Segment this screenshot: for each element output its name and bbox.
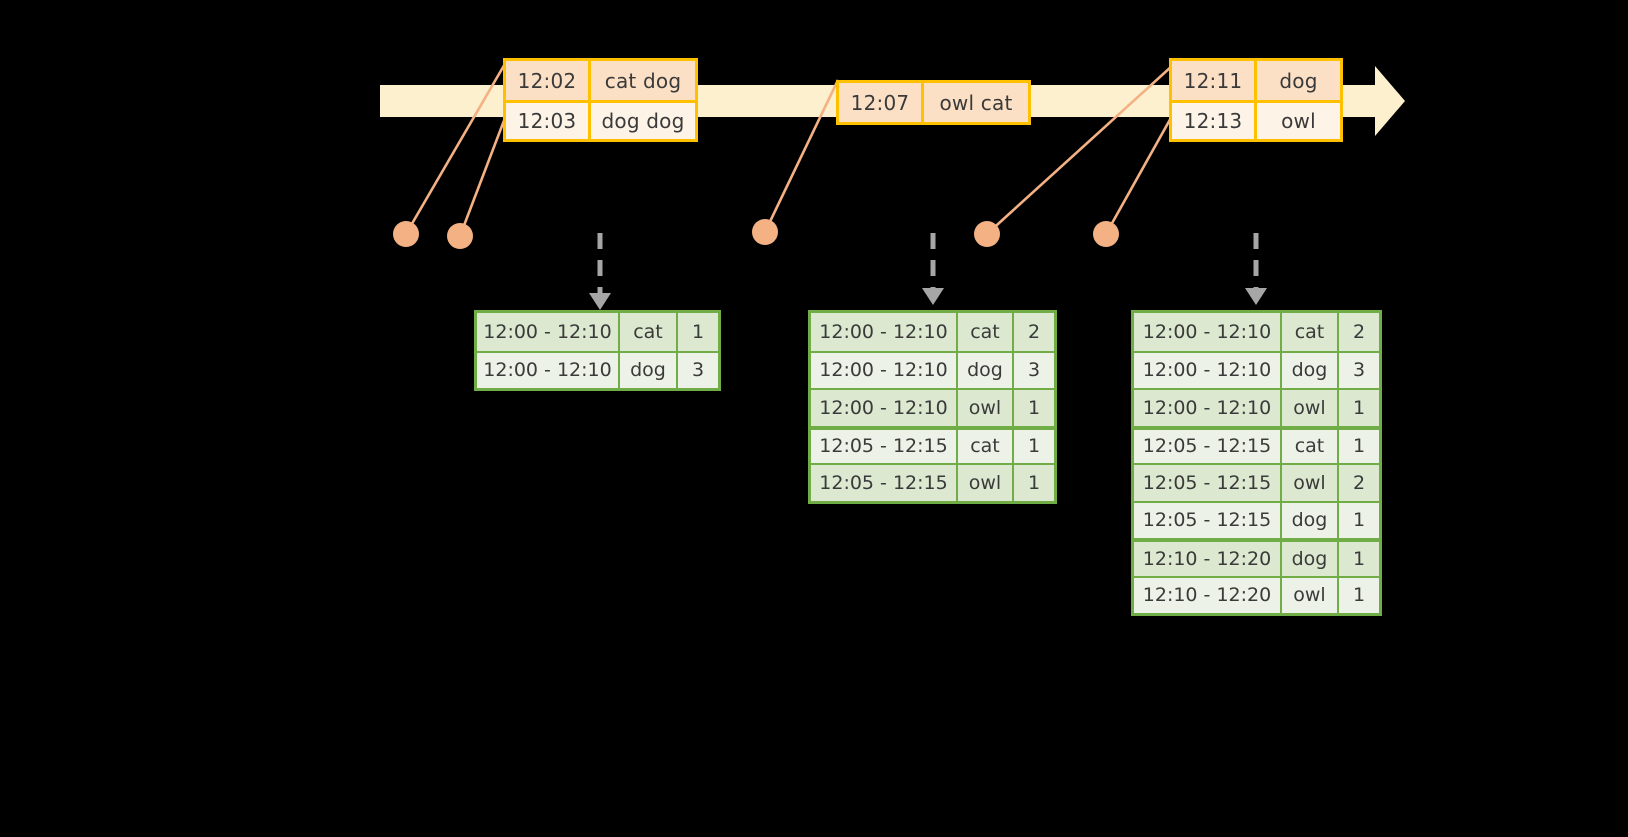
event-row: 12:11 dog bbox=[1172, 61, 1340, 100]
cell-window: 12:10 - 12:20 bbox=[1134, 577, 1282, 613]
table-row: 12:00 - 12:10 owl 1 bbox=[1134, 388, 1379, 426]
cell-count: 1 bbox=[1027, 471, 1041, 494]
event-box-1[interactable]: 12:02 cat dog 12:03 dog dog bbox=[503, 58, 698, 142]
cell-key: cat bbox=[1282, 429, 1339, 463]
cell-window: 12:00 - 12:10 bbox=[811, 390, 958, 426]
table-row: 12:00 - 12:10 dog 3 bbox=[811, 350, 1054, 388]
cell-key: owl bbox=[1282, 577, 1339, 613]
cell-count: 3 bbox=[1027, 359, 1041, 382]
cell-key: dog bbox=[620, 352, 678, 388]
cell-count: 2 bbox=[1027, 320, 1041, 343]
table-row: 12:00 - 12:10 cat 2 bbox=[1134, 313, 1379, 351]
table-row: 12:00 - 12:10 dog 3 bbox=[1134, 350, 1379, 388]
cell-window: 12:00 - 12:10 bbox=[1134, 390, 1282, 426]
table-row: 12:10 - 12:20 dog 1 bbox=[1134, 538, 1379, 576]
cell-count: 1 bbox=[1352, 547, 1366, 570]
cell-count: 3 bbox=[691, 359, 705, 382]
cell-key: dog bbox=[1282, 502, 1339, 538]
dot-1 bbox=[393, 221, 419, 247]
event-time: 12:02 bbox=[506, 61, 591, 100]
table-row: 12:05 - 12:15 cat 1 bbox=[1134, 425, 1379, 463]
table-row: 12:10 - 12:20 owl 1 bbox=[1134, 575, 1379, 613]
event-time: 12:11 bbox=[1172, 61, 1257, 100]
cell-window: 12:00 - 12:10 bbox=[477, 313, 620, 351]
event-row: 12:13 owl bbox=[1172, 100, 1340, 139]
connector-line-5 bbox=[1104, 115, 1174, 235]
event-time: 12:07 bbox=[839, 83, 924, 122]
cell-key: dog bbox=[1282, 352, 1339, 388]
table-row: 12:00 - 12:10 owl 1 bbox=[811, 388, 1054, 426]
event-time: 12:13 bbox=[1172, 103, 1257, 139]
cell-window: 12:10 - 12:20 bbox=[1134, 542, 1282, 576]
cell-count: 1 bbox=[691, 320, 705, 343]
cell-window: 12:00 - 12:10 bbox=[477, 352, 620, 388]
cell-key: dog bbox=[1282, 542, 1339, 576]
cell-window: 12:05 - 12:15 bbox=[1134, 429, 1282, 463]
event-payload: owl bbox=[1281, 109, 1316, 133]
dashed-arrow-1-head bbox=[589, 293, 611, 310]
connector-line-3 bbox=[763, 79, 840, 233]
cell-window: 12:05 - 12:15 bbox=[811, 465, 958, 501]
cell-count: 2 bbox=[1352, 320, 1366, 343]
cell-key: dog bbox=[958, 352, 1014, 388]
event-row: 12:07 owl cat bbox=[839, 83, 1028, 122]
cell-key: owl bbox=[1282, 465, 1339, 501]
table-row: 12:05 - 12:15 owl 2 bbox=[1134, 463, 1379, 501]
cell-count: 1 bbox=[1027, 435, 1041, 458]
cell-count: 1 bbox=[1352, 435, 1366, 458]
event-payload: cat dog bbox=[604, 68, 682, 93]
cell-key: owl bbox=[958, 390, 1014, 426]
cell-key: cat bbox=[1282, 313, 1339, 351]
cell-window: 12:00 - 12:10 bbox=[811, 352, 958, 388]
cell-count: 1 bbox=[1352, 509, 1366, 532]
cell-count: 1 bbox=[1352, 584, 1366, 607]
event-box-2[interactable]: 12:07 owl cat bbox=[836, 80, 1031, 125]
dashed-arrows bbox=[597, 233, 1259, 293]
cell-key: cat bbox=[958, 429, 1014, 463]
cell-window: 12:00 - 12:10 bbox=[1134, 313, 1282, 351]
event-arrival-dots bbox=[393, 219, 1119, 249]
dot-5 bbox=[1093, 221, 1119, 247]
table-row: 12:05 - 12:15 cat 1 bbox=[811, 425, 1054, 463]
cell-window: 12:05 - 12:15 bbox=[1134, 465, 1282, 501]
event-row: 12:03 dog dog bbox=[506, 100, 695, 139]
cell-key: cat bbox=[958, 313, 1014, 351]
connector-line-1 bbox=[404, 61, 508, 235]
cell-count: 1 bbox=[1027, 396, 1041, 419]
result-table-3[interactable]: 12:00 - 12:10 cat 2 12:00 - 12:10 dog 3 … bbox=[1131, 310, 1382, 616]
dashed-arrow-2-head bbox=[922, 288, 944, 305]
cell-window: 12:05 - 12:15 bbox=[1134, 502, 1282, 538]
cell-window: 12:05 - 12:15 bbox=[811, 429, 958, 463]
cell-window: 12:00 - 12:10 bbox=[1134, 352, 1282, 388]
table-row: 12:00 - 12:10 cat 1 bbox=[477, 313, 718, 351]
dashed-arrow-3-head bbox=[1245, 288, 1267, 305]
dot-2 bbox=[447, 223, 473, 249]
event-payload: dog bbox=[1279, 68, 1318, 93]
table-row: 12:00 - 12:10 dog 3 bbox=[477, 350, 718, 388]
event-row: 12:02 cat dog bbox=[506, 61, 695, 100]
cell-key: owl bbox=[958, 465, 1014, 501]
event-payload: owl cat bbox=[939, 90, 1013, 115]
table-row: 12:05 - 12:15 dog 1 bbox=[1134, 500, 1379, 538]
cell-count: 2 bbox=[1352, 471, 1366, 494]
dot-3 bbox=[752, 219, 778, 245]
cell-key: cat bbox=[620, 313, 678, 351]
cell-count: 1 bbox=[1352, 396, 1366, 419]
event-payload: dog dog bbox=[601, 109, 685, 133]
table-row: 12:00 - 12:10 cat 2 bbox=[811, 313, 1054, 351]
dashed-arrow-heads bbox=[589, 288, 1267, 310]
connector-line-2 bbox=[458, 117, 507, 237]
cell-key: owl bbox=[1282, 390, 1339, 426]
dot-4 bbox=[974, 221, 1000, 247]
event-box-3[interactable]: 12:11 dog 12:13 owl bbox=[1169, 58, 1343, 142]
result-table-1[interactable]: 12:00 - 12:10 cat 1 12:00 - 12:10 dog 3 bbox=[474, 310, 721, 391]
result-table-2[interactable]: 12:00 - 12:10 cat 2 12:00 - 12:10 dog 3 … bbox=[808, 310, 1057, 504]
cell-count: 3 bbox=[1352, 359, 1366, 382]
event-time: 12:03 bbox=[506, 103, 591, 139]
cell-window: 12:00 - 12:10 bbox=[811, 313, 958, 351]
table-row: 12:05 - 12:15 owl 1 bbox=[811, 463, 1054, 501]
